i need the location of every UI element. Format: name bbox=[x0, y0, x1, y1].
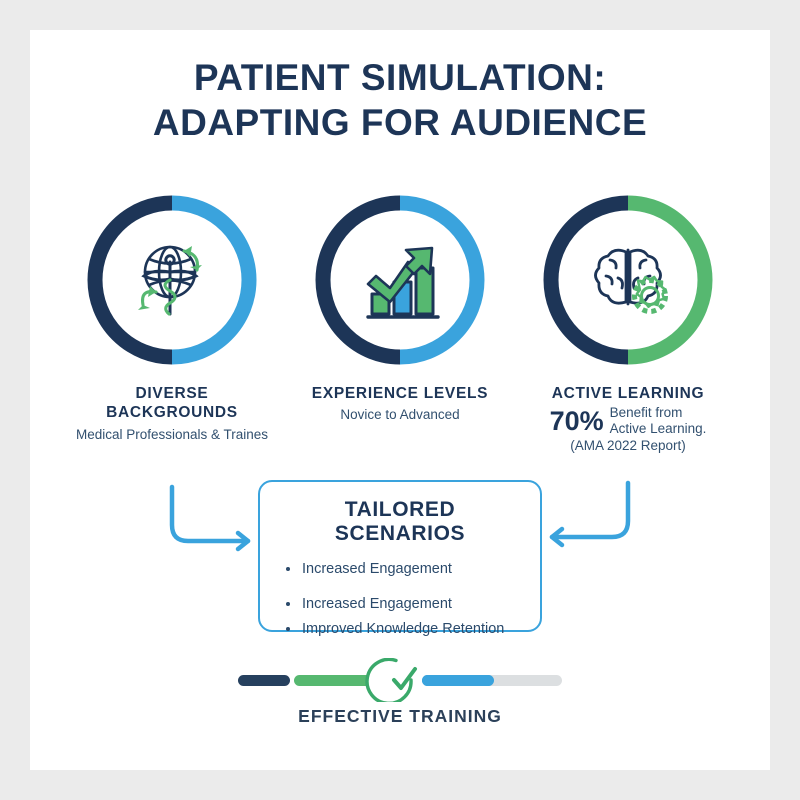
bar-chart-growth-icon bbox=[352, 232, 448, 328]
pillar-diverse-backgrounds: DIVERSE BACKGROUNDS Medical Professional… bbox=[54, 190, 290, 443]
ring-graphic bbox=[543, 195, 713, 365]
pillar-active-learning: ACTIVE LEARNING 70% Benefit from Active … bbox=[510, 190, 746, 455]
tailored-scenarios-box: TAILORED SCENARIOS Increased Engagement … bbox=[258, 480, 542, 637]
pillars-row: DIVERSE BACKGROUNDS Medical Professional… bbox=[30, 190, 770, 500]
footer-block: EFFECTIVE TRAINING bbox=[30, 658, 770, 727]
stat-row: 70% Benefit from Active Learning. bbox=[510, 405, 746, 437]
caption-diverse-backgrounds: DIVERSE BACKGROUNDS Medical Professional… bbox=[54, 384, 290, 443]
pillar-experience-levels: EXPERIENCE LEVELS Novice to Advanced bbox=[282, 190, 518, 424]
list-item: Improved Knowledge Retention bbox=[284, 620, 522, 638]
infographic-card: PATIENT SIMULATION: ADAPTING FOR AUDIENC… bbox=[30, 30, 770, 770]
progress-graphic bbox=[238, 658, 562, 702]
ring-graphic bbox=[87, 195, 257, 365]
pillar-title-line-1: ACTIVE LEARNING bbox=[551, 385, 705, 402]
stat-text-line-1: Benefit from bbox=[609, 405, 683, 421]
stat-text-line-2: Active Learning. bbox=[609, 421, 707, 437]
segment-navy bbox=[238, 675, 290, 686]
segment-gray bbox=[486, 675, 562, 686]
ring-graphic bbox=[315, 195, 485, 365]
list-item: Increased Engagement bbox=[284, 560, 522, 578]
title-line-2: ADAPTING FOR AUDIENCE bbox=[152, 102, 648, 144]
pillar-title-line-1: DIVERSE bbox=[135, 385, 209, 402]
pillar-title-line-2: BACKGROUNDS bbox=[106, 404, 238, 422]
list-item: Increased Engagement bbox=[284, 595, 522, 613]
pillar-subtitle: Novice to Advanced bbox=[340, 407, 460, 423]
title-line-1: PATIENT SIMULATION: bbox=[193, 57, 607, 98]
stat-number: 70% bbox=[549, 405, 604, 436]
pillar-title-line-1: EXPERIENCE LEVELS bbox=[311, 385, 489, 402]
progress-indicator bbox=[230, 658, 570, 702]
brain-gear-icon bbox=[580, 232, 676, 328]
caption-experience-levels: EXPERIENCE LEVELS Novice to Advanced bbox=[282, 384, 518, 424]
stat-source: (AMA 2022 Report) bbox=[570, 438, 686, 454]
footer-label: EFFECTIVE TRAINING bbox=[298, 706, 502, 726]
ring-diverse-backgrounds bbox=[82, 190, 262, 370]
scenario-box-title: TAILORED SCENARIOS bbox=[334, 498, 466, 545]
stat-description: Benefit from Active Learning. bbox=[610, 405, 707, 437]
globe-caduceus-icon bbox=[124, 232, 220, 328]
page-title: PATIENT SIMULATION: ADAPTING FOR AUDIENC… bbox=[30, 55, 770, 145]
check-circle-icon bbox=[365, 658, 417, 702]
ring-experience-levels bbox=[310, 190, 490, 370]
ring-active-learning bbox=[538, 190, 718, 370]
caption-active-learning: ACTIVE LEARNING 70% Benefit from Active … bbox=[510, 384, 746, 455]
pillar-subtitle: Medical Professionals & Traines bbox=[75, 426, 269, 442]
scenario-bullet-list: Increased Engagement Increased Engagemen… bbox=[278, 560, 522, 638]
